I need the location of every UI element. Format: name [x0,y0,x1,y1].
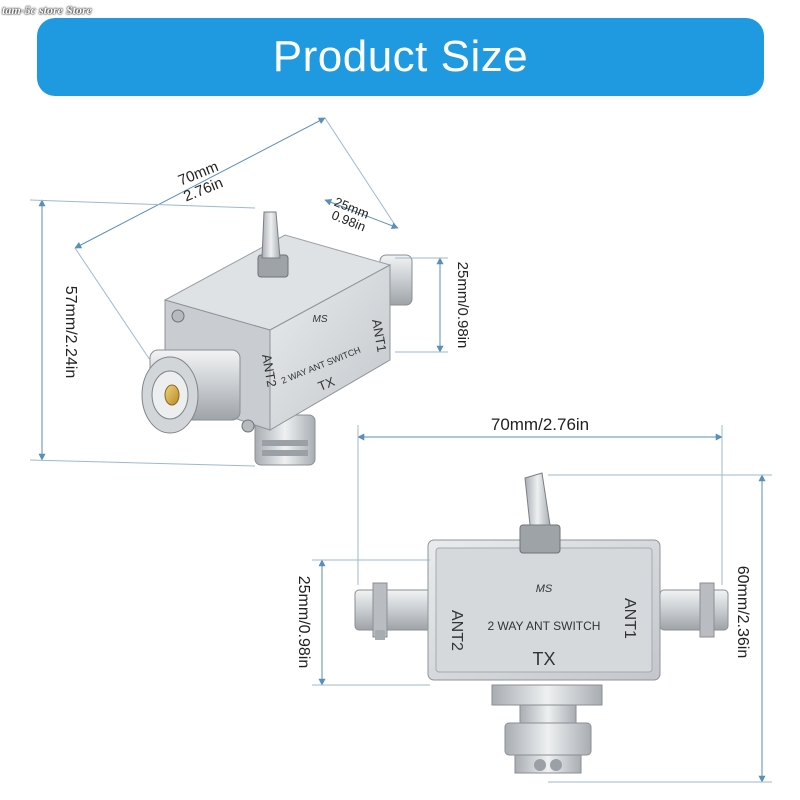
top-switch-device: MS 2 WAY ANT SWITCH TX ANT1 ANT2 [141,211,413,466]
bottom-toggle-lever [524,472,551,526]
bottom-ant1-connector [659,589,729,631]
bottom-tx-label: TX [532,649,555,669]
top-ant1-label: ANT1 [369,318,390,353]
bottom-brand-label: MS [536,583,553,595]
bottom-switch-device: MS 2 WAY ANT SWITCH TX ANT2 ANT1 [354,472,729,774]
top-tx-label: TX [316,374,337,394]
bottom-length: 70mm/2.76in [491,415,589,434]
bottom-model-label: 2 WAY ANT SWITCH [488,619,601,633]
top-toggle-lever [261,211,281,259]
bottom-ant2-label: ANT2 [448,610,465,651]
bottom-body-height: 25mm/0.98in [295,576,312,669]
top-dimension-lines [29,117,448,467]
title-banner: Product Size [37,18,764,96]
top-total-height: 57mm/2.24in [62,286,79,379]
bottom-tx-connector [504,722,592,756]
top-brand-label: MS [313,314,328,325]
top-side-height: 25mm/0.98in [454,262,471,349]
bottom-dimension-lines [312,425,772,783]
bottom-toggle-base [519,524,561,554]
bottom-total-height: 60mm/2.36in [734,566,751,659]
bottom-ant1-label: ANT1 [621,598,638,639]
top-body-side-face [269,264,391,431]
bottom-ant2-connector [354,589,434,631]
banner-title: Product Size [272,32,529,81]
store-watermark: tam-5c store Store [2,3,92,17]
top-ant2-label: ANT2 [259,353,280,388]
